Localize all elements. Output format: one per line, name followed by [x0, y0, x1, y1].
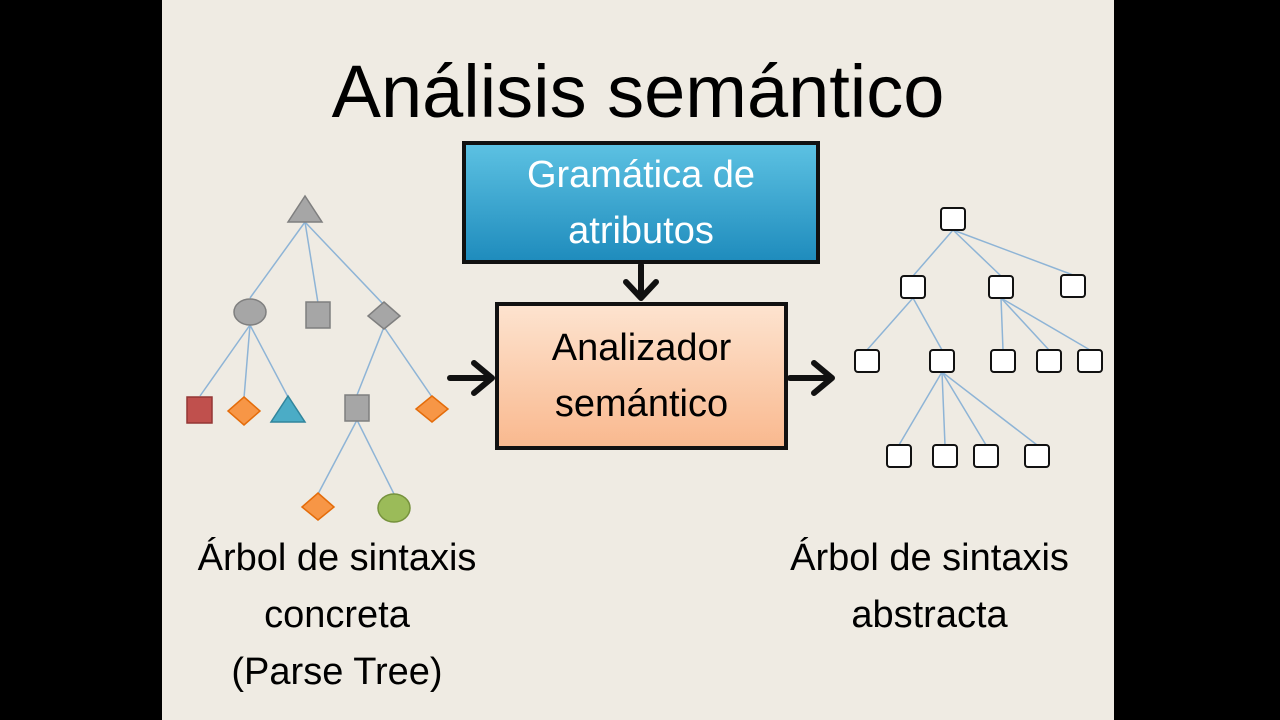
- concrete-square-node: [305, 301, 331, 329]
- abstract-tree-caption: Árbol de sintaxis abstracta: [752, 530, 1107, 644]
- concrete-tree-edges: [199, 221, 433, 495]
- abstract-caption-line2: abstracta: [851, 594, 1008, 636]
- attribute-grammar-line2: atributos: [568, 209, 714, 252]
- concrete-blue-triangle-leaf: [269, 394, 307, 423]
- concrete-caption-line2: concreta: [264, 594, 410, 636]
- attribute-grammar-box: Gramática de atributos: [462, 141, 820, 264]
- slide: Análisis semántico: [162, 0, 1114, 720]
- semantic-analyzer-box: Analizador semántico: [495, 302, 788, 450]
- abstract-node: [900, 275, 926, 299]
- concrete-square-node-2: [344, 394, 370, 422]
- attribute-grammar-line1: Gramática de: [526, 153, 756, 196]
- abstract-leaf-node: [886, 444, 912, 468]
- concrete-diamond-node: [366, 301, 402, 330]
- slide-title: Análisis semántico: [331, 50, 945, 133]
- arrow-down-icon: [623, 262, 659, 301]
- abstract-node: [1036, 349, 1062, 373]
- concrete-tree-caption: Árbol de sintaxis concreta (Parse Tree): [162, 530, 512, 701]
- abstract-caption-line1: Árbol de sintaxis: [790, 537, 1069, 579]
- concrete-root-triangle-node: [286, 194, 324, 223]
- abstract-root-node: [940, 207, 966, 231]
- abstract-leaf-node: [932, 444, 958, 468]
- arrow-right-icon: [447, 360, 495, 396]
- abstract-node: [929, 349, 955, 373]
- abstract-node: [988, 275, 1014, 299]
- abstract-node: [1077, 349, 1103, 373]
- concrete-orange-diamond-leaf-3: [300, 492, 336, 521]
- abstract-tree-edges: [866, 229, 1091, 446]
- concrete-caption-line3: (Parse Tree): [231, 651, 443, 693]
- abstract-leaf-node: [1024, 444, 1050, 468]
- diagram-canvas: [186, 194, 1103, 523]
- concrete-green-circle-leaf: [377, 493, 411, 523]
- semantic-analyzer-line2: semántico: [554, 383, 729, 425]
- concrete-orange-diamond-leaf-2: [414, 395, 450, 423]
- abstract-node: [990, 349, 1016, 373]
- concrete-red-square-leaf: [186, 396, 213, 424]
- abstract-node: [854, 349, 880, 373]
- concrete-orange-diamond-leaf: [226, 396, 262, 426]
- abstract-node: [1060, 274, 1086, 298]
- arrow-right-icon: [787, 360, 835, 396]
- concrete-caption-line1: Árbol de sintaxis: [197, 537, 477, 579]
- abstract-leaf-node: [973, 444, 999, 468]
- semantic-analyzer-line1: Analizador: [551, 327, 732, 369]
- concrete-circle-node: [233, 298, 267, 326]
